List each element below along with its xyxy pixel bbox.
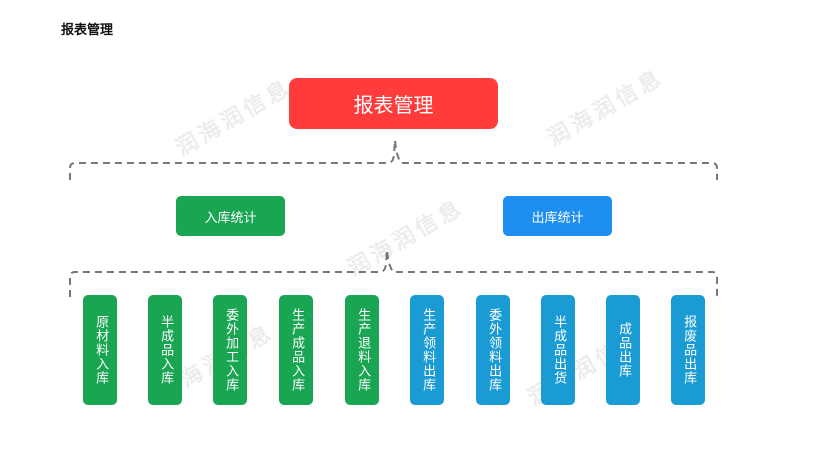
leaf-semi-finished-inbound: 半成品入库 bbox=[148, 295, 182, 405]
leaf-scrap-outbound: 报废品出库 bbox=[671, 295, 705, 405]
leaf-semi-finished-shipment: 半成品出货 bbox=[541, 295, 575, 405]
upper-brace bbox=[69, 139, 718, 180]
outbound-stats-node: 出库统计 bbox=[503, 196, 612, 236]
lower-brace bbox=[69, 249, 718, 297]
leaf-raw-material-inbound: 原材料入库 bbox=[83, 295, 117, 405]
leaf-outsourced-requisition-outbound: 委外领料出库 bbox=[476, 295, 510, 405]
root-node: 报表管理 bbox=[289, 78, 498, 129]
leaf-finished-outbound: 成品出库 bbox=[606, 295, 640, 405]
page-title: 报表管理 bbox=[61, 23, 114, 38]
leaf-production-requisition-outbound: 生产领料出库 bbox=[410, 295, 444, 405]
leaf-production-return-inbound: 生产退料入库 bbox=[345, 295, 379, 405]
inbound-stats-node: 入库统计 bbox=[176, 196, 285, 236]
leaf-outsourced-processing-inbound: 委外加工入库 bbox=[213, 295, 247, 405]
leaf-production-finished-inbound: 生产成品入库 bbox=[279, 295, 313, 405]
